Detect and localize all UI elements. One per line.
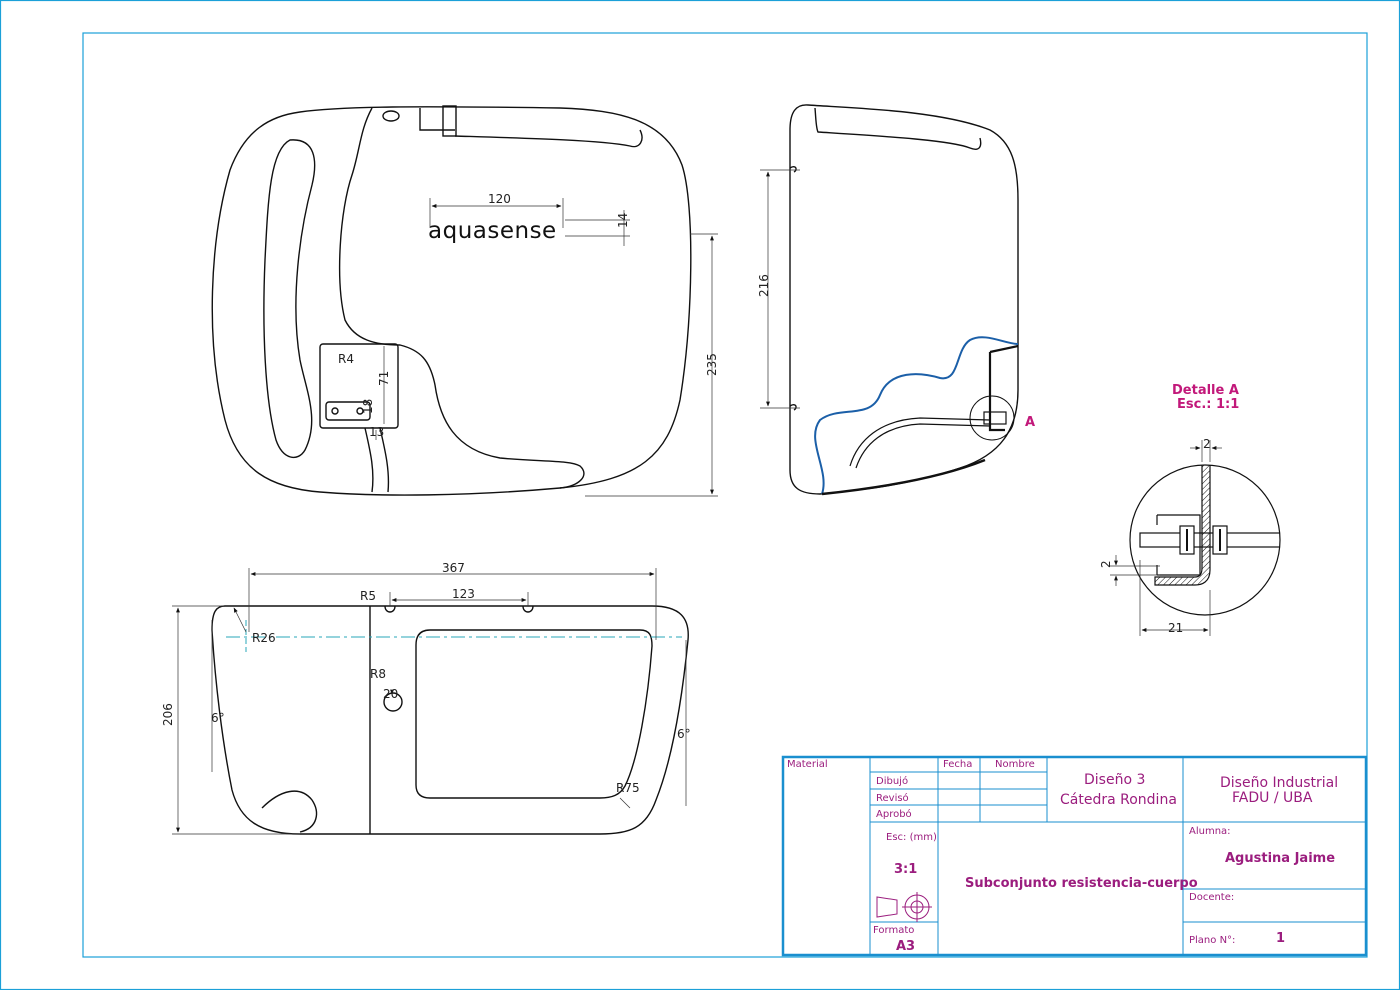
tb-docente-label: Docente: bbox=[1189, 892, 1234, 903]
front-handle-outer-recess bbox=[338, 107, 585, 489]
detail-a-marker: A bbox=[1025, 415, 1035, 430]
dim-r4: R4 bbox=[338, 352, 354, 366]
tb-material-label: Material bbox=[787, 759, 828, 770]
front-top-hole bbox=[382, 110, 400, 122]
front-body-outline bbox=[211, 106, 692, 496]
side-notch-top bbox=[789, 165, 797, 173]
front-top-flange bbox=[454, 129, 643, 148]
dim-18: 18 bbox=[361, 399, 375, 414]
angle-left: 6° bbox=[211, 711, 225, 725]
side-body-outline bbox=[789, 104, 1019, 495]
tb-formato-label: Formato bbox=[873, 925, 914, 936]
tb-dibujo-label: Dibujó bbox=[876, 775, 908, 787]
detail-a-callout-circle bbox=[969, 395, 1015, 441]
dim-120: 120 bbox=[488, 192, 511, 206]
dim-206: 206 bbox=[161, 703, 175, 726]
tb-alumna-value: Agustina Jaime bbox=[1225, 851, 1335, 866]
tb-school-line1: Diseño Industrial bbox=[1220, 775, 1338, 791]
dim-r26: R26 bbox=[252, 631, 276, 645]
side-break-line bbox=[814, 336, 1019, 495]
front-view bbox=[211, 105, 692, 496]
bottom-notch-left bbox=[384, 605, 396, 613]
front-top-tab bbox=[442, 105, 457, 137]
tb-nombre-label: Nombre bbox=[995, 759, 1035, 770]
dim-14: 14 bbox=[616, 213, 630, 228]
front-grip-slot bbox=[263, 139, 316, 459]
side-notch-bottom bbox=[789, 403, 797, 411]
tb-school-line2: FADU / UBA bbox=[1232, 790, 1313, 806]
bottom-view bbox=[211, 605, 689, 835]
side-view-dimensions bbox=[760, 169, 800, 409]
dim-r5: R5 bbox=[360, 589, 376, 603]
dim-367: 367 bbox=[442, 561, 465, 575]
socket-pin-left bbox=[331, 407, 339, 415]
detail-dim-bottom: 21 bbox=[1168, 621, 1183, 635]
dim-r75: R75 bbox=[616, 781, 640, 795]
angle-right: 6° bbox=[677, 727, 691, 741]
dim-r8: R8 bbox=[370, 667, 386, 681]
front-view-dimensions bbox=[375, 198, 718, 497]
socket-pin-right bbox=[356, 407, 364, 415]
dim-235: 235 bbox=[705, 353, 719, 376]
dim-20: 20 bbox=[383, 687, 398, 701]
detail-wall-section bbox=[1154, 465, 1211, 586]
dim-71: 71 bbox=[377, 371, 391, 386]
bottom-window bbox=[415, 629, 653, 799]
socket-outline bbox=[325, 401, 371, 421]
title-block bbox=[781, 755, 1368, 957]
front-top-edge-inner bbox=[419, 108, 455, 131]
side-top-flange bbox=[814, 107, 982, 150]
detail-dim-top: 2 bbox=[1203, 437, 1211, 451]
dim-123: 123 bbox=[452, 587, 475, 601]
side-view bbox=[789, 104, 1019, 495]
detail-scale: Esc.: 1:1 bbox=[1177, 397, 1239, 412]
dim-13: 13 bbox=[369, 425, 384, 439]
detail-title: Detalle A bbox=[1172, 383, 1239, 398]
tb-formato-value: A3 bbox=[896, 939, 915, 954]
tb-plano-label: Plano N°: bbox=[1189, 935, 1235, 946]
bottom-notch-right bbox=[522, 605, 534, 613]
tb-aprobo-label: Aprobó bbox=[876, 808, 912, 820]
bottom-body-outline bbox=[211, 605, 689, 835]
brand-logo: aquasense bbox=[428, 218, 557, 244]
drawing-frame bbox=[82, 32, 1368, 958]
bottom-foot bbox=[261, 790, 318, 833]
side-section-wall bbox=[988, 344, 1019, 432]
tb-alumna-label: Alumna: bbox=[1189, 826, 1231, 837]
tb-reviso-label: Revisó bbox=[876, 792, 909, 804]
dim-216: 216 bbox=[757, 274, 771, 297]
tb-fecha-label: Fecha bbox=[943, 759, 972, 770]
tb-scale-label: Esc: (mm) bbox=[886, 832, 937, 843]
detail-a-view: 2 2 21 bbox=[1099, 437, 1281, 636]
side-bottom-edge bbox=[821, 458, 986, 496]
power-cable bbox=[364, 427, 390, 493]
tb-plano-value: 1 bbox=[1276, 931, 1285, 946]
connector-plate bbox=[319, 343, 399, 429]
tb-scale-value: 3:1 bbox=[894, 862, 917, 877]
tb-course-line2: Cátedra Rondina bbox=[1060, 792, 1177, 808]
tb-course-line1: Diseño 3 bbox=[1084, 772, 1145, 788]
tb-subject: Subconjunto resistencia-cuerpo bbox=[965, 876, 1198, 891]
bottom-view-dimensions bbox=[172, 568, 687, 835]
side-heating-tube bbox=[849, 417, 991, 467]
detail-dim-left: 2 bbox=[1099, 560, 1113, 568]
projection-symbol-icon bbox=[876, 892, 932, 922]
